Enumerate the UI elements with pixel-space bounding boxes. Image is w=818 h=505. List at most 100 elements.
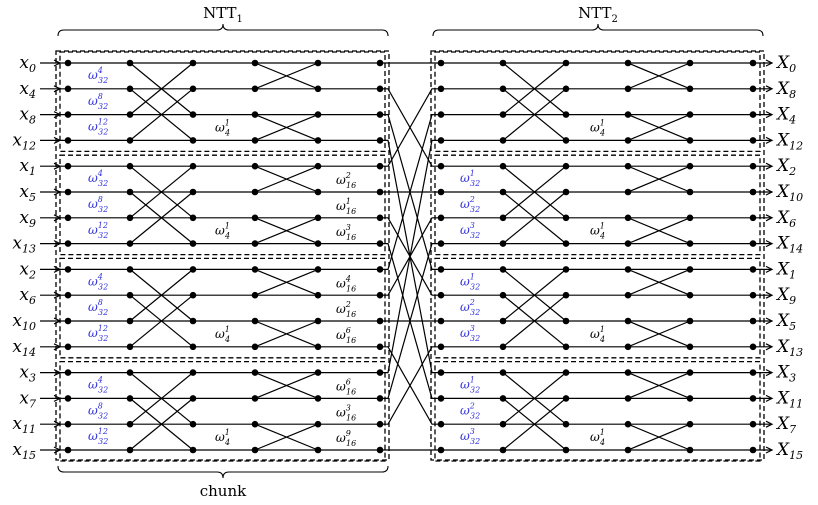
input-arrow bbox=[53, 369, 62, 377]
node-dot bbox=[499, 162, 507, 170]
output-label: X12 bbox=[775, 130, 803, 152]
node-dot bbox=[64, 188, 72, 196]
butterfly-wire bbox=[254, 114, 319, 141]
output-arrow bbox=[765, 265, 774, 273]
node-dot bbox=[562, 214, 570, 222]
butterfly-wire bbox=[502, 62, 567, 116]
output-label: X13 bbox=[775, 337, 803, 359]
butterfly-wire bbox=[627, 217, 691, 245]
output-arrow bbox=[765, 291, 774, 299]
brace bbox=[57, 23, 389, 37]
node-dot bbox=[624, 137, 632, 144]
node-dot bbox=[749, 420, 757, 428]
node-dot bbox=[749, 162, 757, 170]
node-dot bbox=[499, 266, 507, 273]
input-label: x11 bbox=[12, 414, 36, 436]
ntt1-outer-box bbox=[55, 50, 390, 461]
node-dot bbox=[64, 162, 72, 170]
node-dot bbox=[562, 188, 570, 196]
node-dot bbox=[126, 420, 134, 428]
node-dot bbox=[64, 369, 72, 376]
output-arrow bbox=[765, 162, 774, 170]
node-dot bbox=[64, 395, 72, 402]
node-dot bbox=[189, 85, 197, 93]
input-label: x12 bbox=[12, 130, 36, 152]
output-label: X2 bbox=[775, 156, 796, 178]
output-label: X6 bbox=[775, 208, 796, 230]
node-dot bbox=[251, 85, 259, 93]
output-label: X11 bbox=[775, 388, 803, 410]
input-arrow bbox=[53, 394, 62, 402]
transpose-wire bbox=[380, 243, 441, 399]
node-dot bbox=[126, 188, 134, 196]
butterfly-wire bbox=[627, 268, 691, 296]
input-arrow bbox=[53, 59, 62, 67]
node-dot bbox=[624, 240, 632, 247]
node-dot bbox=[624, 446, 632, 454]
butterfly-wire bbox=[129, 191, 194, 245]
node-dot bbox=[749, 446, 757, 454]
output-arrow bbox=[765, 59, 774, 67]
node-dot bbox=[126, 111, 134, 118]
butterfly-wire bbox=[502, 397, 567, 451]
node-dot bbox=[189, 395, 197, 402]
input-label: x0 bbox=[19, 53, 36, 75]
node-dot bbox=[686, 317, 694, 325]
chunk-label: chunk bbox=[200, 482, 247, 500]
node-dot bbox=[749, 137, 757, 144]
node-dot bbox=[749, 343, 757, 351]
node-dot bbox=[189, 188, 197, 196]
node-dot bbox=[624, 343, 632, 351]
node-dot bbox=[64, 420, 72, 428]
node-dot bbox=[126, 240, 134, 247]
transpose-wire bbox=[380, 113, 441, 270]
node-dot bbox=[314, 85, 322, 93]
butterfly-wire bbox=[254, 217, 319, 245]
node-dot bbox=[251, 317, 259, 325]
node-dot bbox=[251, 137, 259, 144]
input-arrow bbox=[53, 240, 62, 248]
butterfly-wire bbox=[254, 320, 319, 348]
node-dot bbox=[251, 162, 259, 170]
node-dot bbox=[64, 446, 72, 454]
node-dot bbox=[64, 266, 72, 273]
node-dot bbox=[251, 369, 259, 376]
ntt2-chunk-box bbox=[434, 51, 761, 153]
node-dot bbox=[624, 111, 632, 118]
node-dot bbox=[562, 59, 570, 67]
node-dot bbox=[562, 266, 570, 273]
node-dot bbox=[126, 369, 134, 376]
node-dot bbox=[314, 266, 322, 273]
node-dot bbox=[624, 317, 632, 325]
node-dot bbox=[126, 162, 134, 170]
ntt2-chunk-box bbox=[434, 360, 761, 462]
node-dot bbox=[749, 266, 757, 273]
node-dot bbox=[749, 111, 757, 118]
node-dot bbox=[64, 240, 72, 247]
input-arrow bbox=[53, 446, 62, 454]
node-dot bbox=[499, 240, 507, 247]
output-arrow bbox=[765, 136, 774, 144]
input-label: x13 bbox=[12, 234, 36, 256]
node-dot bbox=[251, 266, 259, 273]
output-label: X9 bbox=[775, 285, 796, 307]
node-dot bbox=[686, 162, 694, 170]
output-label: X10 bbox=[775, 182, 803, 204]
node-dot bbox=[749, 59, 757, 67]
node-dot bbox=[499, 137, 507, 144]
node-dot bbox=[189, 446, 197, 454]
butterfly-wire bbox=[627, 114, 691, 141]
brace bbox=[432, 23, 764, 37]
